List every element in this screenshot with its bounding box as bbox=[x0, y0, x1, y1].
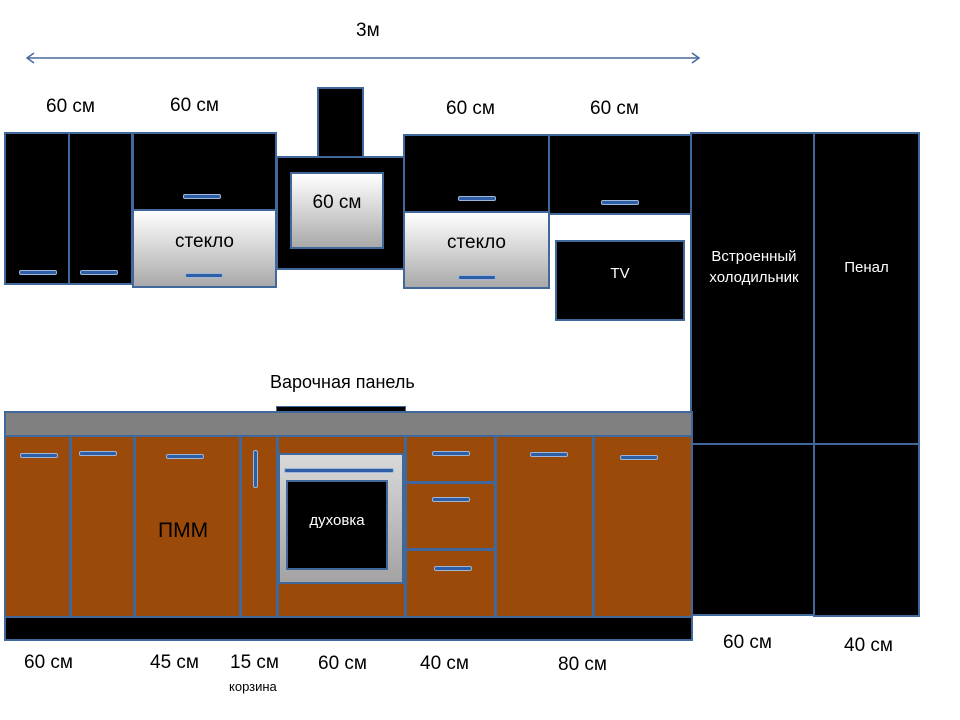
cabinet-handle bbox=[185, 273, 223, 278]
cabinet-handle bbox=[19, 270, 57, 275]
cabinet-handle bbox=[620, 455, 658, 460]
drawer-divider bbox=[406, 481, 495, 484]
oven-label: духовка bbox=[309, 511, 365, 529]
upper-dim-2: 60 см bbox=[170, 95, 219, 116]
overall-width-label: 3м bbox=[356, 20, 380, 41]
glass-cabinet-right: стекло bbox=[403, 211, 550, 289]
drawer-handle bbox=[434, 566, 472, 571]
base-divider bbox=[592, 437, 595, 618]
overall-width-arrow bbox=[25, 52, 701, 64]
oven-handle bbox=[284, 468, 394, 473]
penal-label: Пенал bbox=[844, 258, 889, 276]
cabinet-handle bbox=[20, 453, 58, 458]
cabinet-handle bbox=[601, 200, 639, 205]
base-divider bbox=[494, 437, 497, 618]
base-divider bbox=[239, 437, 242, 618]
lower-dim-1: 60 см bbox=[24, 652, 73, 673]
glass-cabinet-left: стекло bbox=[132, 209, 277, 288]
tv: TV bbox=[555, 240, 685, 321]
plinth bbox=[4, 616, 693, 641]
cabinet-handle bbox=[458, 196, 496, 201]
cabinet-handle bbox=[530, 452, 568, 457]
lower-dim-5: 40 см bbox=[420, 653, 469, 674]
tv-label: TV bbox=[610, 265, 630, 282]
microwave-label: 60 см bbox=[312, 191, 362, 213]
fridge-lower bbox=[690, 443, 818, 616]
base-divider bbox=[69, 437, 72, 618]
lower-dim-3-note: корзина bbox=[229, 679, 277, 694]
basket-handle bbox=[253, 450, 258, 488]
upper-cabinet-left-2 bbox=[68, 132, 133, 285]
penal-upper: Пенал bbox=[813, 132, 920, 446]
base-divider bbox=[276, 437, 279, 618]
penal-width: 40 см bbox=[844, 635, 893, 656]
base-divider bbox=[133, 437, 136, 618]
drawer-handle bbox=[432, 451, 470, 456]
cabinet-handle bbox=[79, 451, 117, 456]
cabinet-handle bbox=[183, 194, 221, 199]
base-divider bbox=[404, 437, 407, 618]
cabinet-handle bbox=[80, 270, 118, 275]
hob-label: Варочная панель bbox=[270, 372, 415, 392]
cabinet-handle bbox=[458, 275, 496, 280]
oven: духовка bbox=[286, 480, 388, 570]
upper-cabinet-top-3 bbox=[403, 134, 550, 213]
upper-cabinet-left-1 bbox=[4, 132, 70, 285]
lower-dim-3: 15 см bbox=[230, 652, 279, 673]
upper-dim-1: 60 см bbox=[46, 96, 95, 117]
fridge-label: Встроенный холодильник bbox=[709, 248, 799, 286]
upper-cabinet-top-4 bbox=[548, 134, 693, 215]
microwave: 60 см bbox=[290, 172, 384, 249]
penal-lower bbox=[813, 443, 920, 617]
upper-dim-4: 60 см bbox=[590, 98, 639, 119]
drawer-handle bbox=[432, 497, 470, 502]
lower-dim-2: 45 см bbox=[150, 652, 199, 673]
glass-label-left: стекло bbox=[175, 230, 234, 252]
lower-dim-6: 80 см bbox=[558, 654, 607, 675]
lower-dim-4: 60 см bbox=[318, 653, 367, 674]
glass-label-right: стекло bbox=[447, 232, 506, 253]
fridge-upper: Встроенный холодильник bbox=[690, 132, 818, 446]
dishwasher-label: ПММ bbox=[158, 519, 209, 542]
upper-dim-3: 60 см bbox=[446, 98, 495, 119]
cabinet-handle bbox=[166, 454, 204, 459]
drawer-divider bbox=[406, 548, 495, 551]
upper-cabinet-top-2 bbox=[132, 132, 277, 211]
countertop bbox=[4, 411, 693, 437]
hood-chimney bbox=[317, 87, 364, 159]
fridge-width: 60 см bbox=[723, 632, 772, 653]
